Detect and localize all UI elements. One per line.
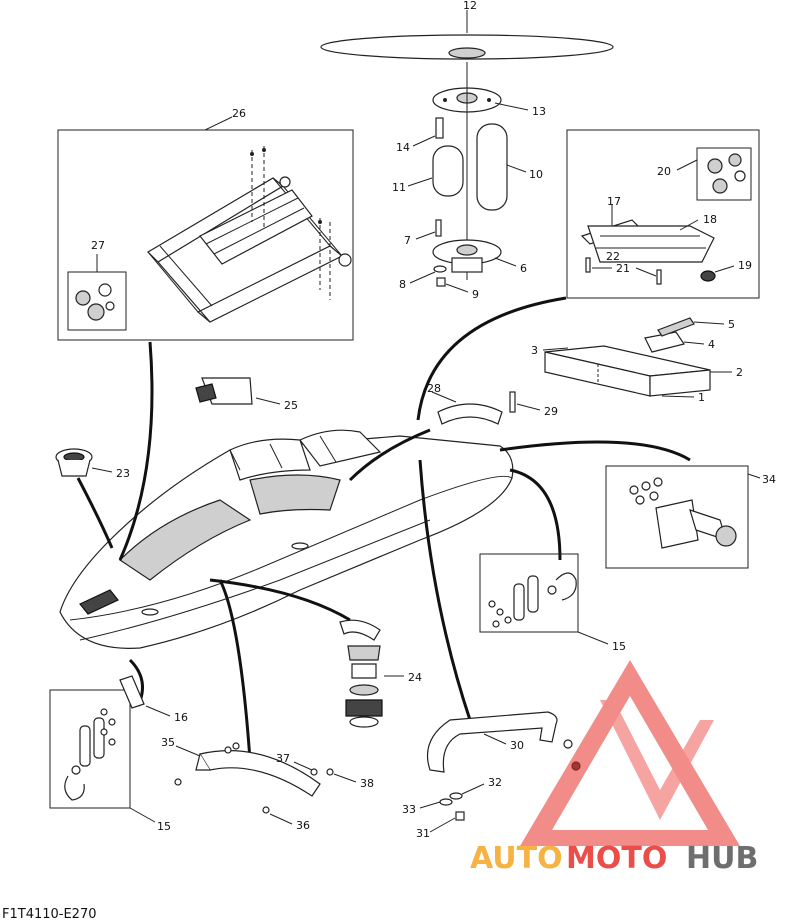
- pointer-grab35: [218, 579, 252, 761]
- mirror-part-25: [195, 377, 253, 405]
- callout-37: 37: [276, 752, 290, 765]
- callout-13: 13: [532, 105, 546, 118]
- callout-1: 1: [698, 391, 705, 404]
- callout-22: 22: [606, 250, 620, 263]
- callout-16: 16: [174, 711, 188, 724]
- callout-31: 31: [416, 827, 430, 840]
- handle-part-28: [437, 403, 503, 425]
- callout-21: 21: [616, 262, 630, 275]
- callout-7: 7: [404, 234, 411, 247]
- callout-2: 2: [736, 366, 743, 379]
- cup-holder-part-23: [55, 448, 93, 477]
- washer-part-32: [449, 792, 463, 800]
- pointer-cup: [76, 477, 114, 549]
- nut-part-38: [326, 768, 334, 776]
- eyelet-assembly-part-24: [339, 619, 383, 728]
- tow-bracket-box-right: [479, 553, 579, 633]
- callout-5: 5: [728, 318, 735, 331]
- callout-38: 38: [360, 777, 374, 790]
- callout-27: 27: [91, 239, 105, 252]
- callout-32: 32: [488, 776, 502, 789]
- seat-bracket-box: [566, 129, 760, 299]
- pointer-ladder: [118, 341, 154, 561]
- callout-9: 9: [472, 288, 479, 301]
- watermark-hub: HUB: [686, 841, 758, 876]
- callout-12: 12: [463, 0, 477, 12]
- transom-box-34: [605, 465, 749, 569]
- callout-10: 10: [529, 168, 543, 181]
- rail-part-1-2-3: [544, 345, 711, 397]
- lower-mount-part-6: [432, 239, 502, 273]
- callout-14: 14: [396, 141, 410, 154]
- callout-23: 23: [116, 467, 130, 480]
- automotohub-logo: [520, 660, 740, 846]
- grab-bar-part-30: [426, 711, 581, 773]
- figure-code: F1T4110-E270: [2, 907, 97, 922]
- tow-bracket-part-15-left: [64, 708, 116, 801]
- pin-part-14: [435, 117, 444, 139]
- nut-part-19: [700, 270, 716, 282]
- bolt-part-29: [509, 391, 516, 413]
- grab-handle-part-35: [174, 742, 321, 797]
- callout-11: 11: [392, 181, 406, 194]
- pointer-rope24: [209, 578, 351, 622]
- callout-33: 33: [402, 803, 416, 816]
- boat-hull: [59, 429, 514, 649]
- callout-15-left: 15: [157, 820, 171, 833]
- bimini-disc-part-12: [320, 34, 614, 60]
- pointer-seat: [416, 296, 567, 421]
- watermark-moto: MOTO: [566, 841, 667, 876]
- callout-25: 25: [284, 399, 298, 412]
- bracket-part-16: [119, 675, 145, 709]
- callout-18: 18: [703, 213, 717, 226]
- watermark-auto: AUTO: [470, 841, 563, 876]
- tow-bracket-part-15-right: [488, 572, 577, 628]
- callout-15-right: 15: [612, 640, 626, 653]
- callout-30: 30: [510, 739, 524, 752]
- fastener-kit-part-27: [75, 283, 115, 321]
- pointer-bracket15: [509, 468, 562, 561]
- washer-part-33: [439, 798, 453, 806]
- washer-part-37: [310, 768, 318, 776]
- pointer-mirror: [348, 428, 431, 482]
- pointer-rail: [499, 440, 691, 462]
- callout-3: 3: [531, 344, 538, 357]
- screw-part-7: [435, 219, 442, 237]
- callout-20: 20: [657, 165, 671, 178]
- sleeve-part-11: [432, 145, 464, 197]
- callout-35: 35: [161, 736, 175, 749]
- nut-part-31: [455, 811, 465, 821]
- sleeve-part-10: [476, 123, 508, 211]
- washer-part-8: [433, 265, 447, 273]
- callout-17: 17: [607, 195, 621, 208]
- tow-bracket-box-left: [49, 689, 131, 809]
- pointer-grab30: [418, 459, 472, 721]
- callout-24: 24: [408, 671, 422, 684]
- callout-26: 26: [232, 107, 246, 120]
- callout-28: 28: [427, 382, 441, 395]
- callout-29: 29: [544, 405, 558, 418]
- transom-hardware-part-34: [629, 477, 737, 549]
- callout-19: 19: [738, 259, 752, 272]
- boarding-ladder-part-26: [147, 146, 352, 323]
- nut-part-9: [436, 277, 446, 287]
- callout-36: 36: [296, 819, 310, 832]
- screws-part-21: [585, 257, 662, 285]
- screw-part-36: [262, 806, 270, 814]
- bracket-part-17: [580, 219, 715, 263]
- callout-8: 8: [399, 278, 406, 291]
- fastener-kit-part-20: [707, 153, 746, 194]
- callout-6: 6: [520, 262, 527, 275]
- callout-34: 34: [762, 473, 776, 486]
- kit-box-20: [696, 147, 752, 201]
- callout-4: 4: [708, 338, 715, 351]
- strap-part-5: [657, 317, 695, 337]
